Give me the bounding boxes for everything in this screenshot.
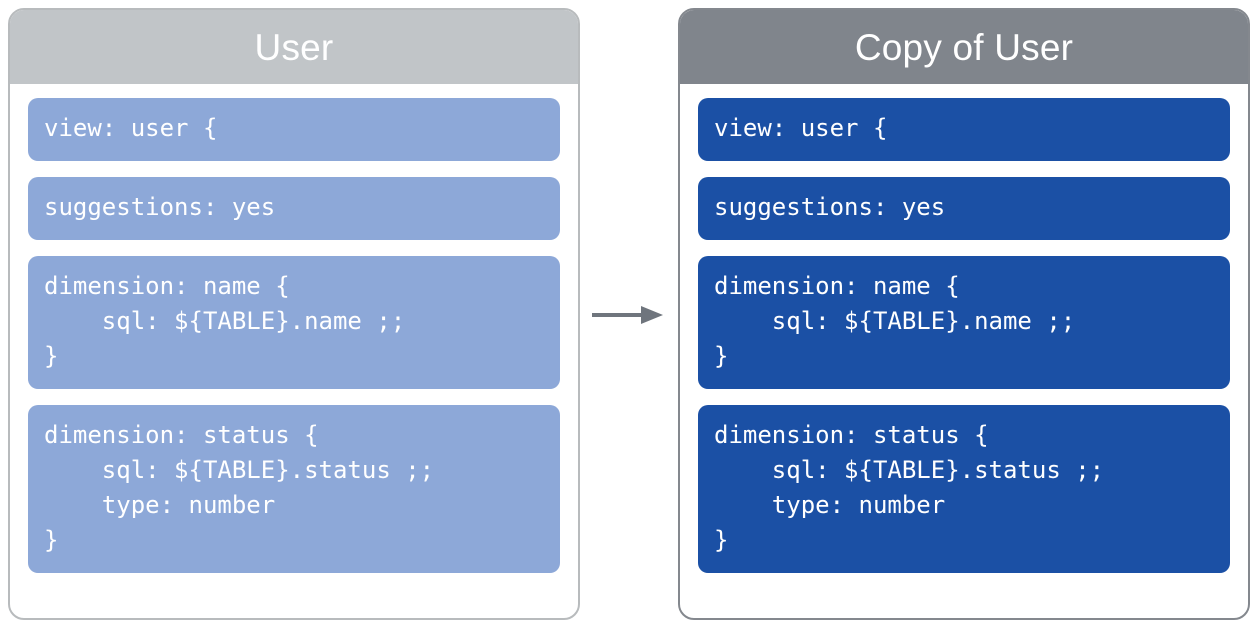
copy-arrow-shaft (592, 313, 644, 317)
source-view-block: view: user { (28, 98, 560, 161)
copy-suggestions-block: suggestions: yes (698, 177, 1230, 240)
copy-view-block: view: user { (698, 98, 1230, 161)
panel-source-body: view: user { suggestions: yes dimension:… (10, 84, 578, 589)
panel-source-header: User (10, 10, 578, 84)
source-dimension-status-block: dimension: status { sql: ${TABLE}.status… (28, 405, 560, 573)
panel-source-user: User view: user { suggestions: yes dimen… (8, 8, 580, 620)
source-dimension-name-block: dimension: name { sql: ${TABLE}.name ;; … (28, 256, 560, 389)
copy-arrow-head-icon (641, 306, 663, 324)
copy-dimension-status-block: dimension: status { sql: ${TABLE}.status… (698, 405, 1230, 573)
panel-copy-body: view: user { suggestions: yes dimension:… (680, 84, 1248, 589)
copy-arrow (592, 305, 666, 325)
panel-copy-title: Copy of User (854, 26, 1074, 68)
panel-source-title: User (254, 26, 334, 68)
copy-dimension-name-block: dimension: name { sql: ${TABLE}.name ;; … (698, 256, 1230, 389)
panel-copy-user: Copy of User view: user { suggestions: y… (678, 8, 1250, 620)
panel-copy-header: Copy of User (680, 10, 1248, 84)
source-suggestions-block: suggestions: yes (28, 177, 560, 240)
